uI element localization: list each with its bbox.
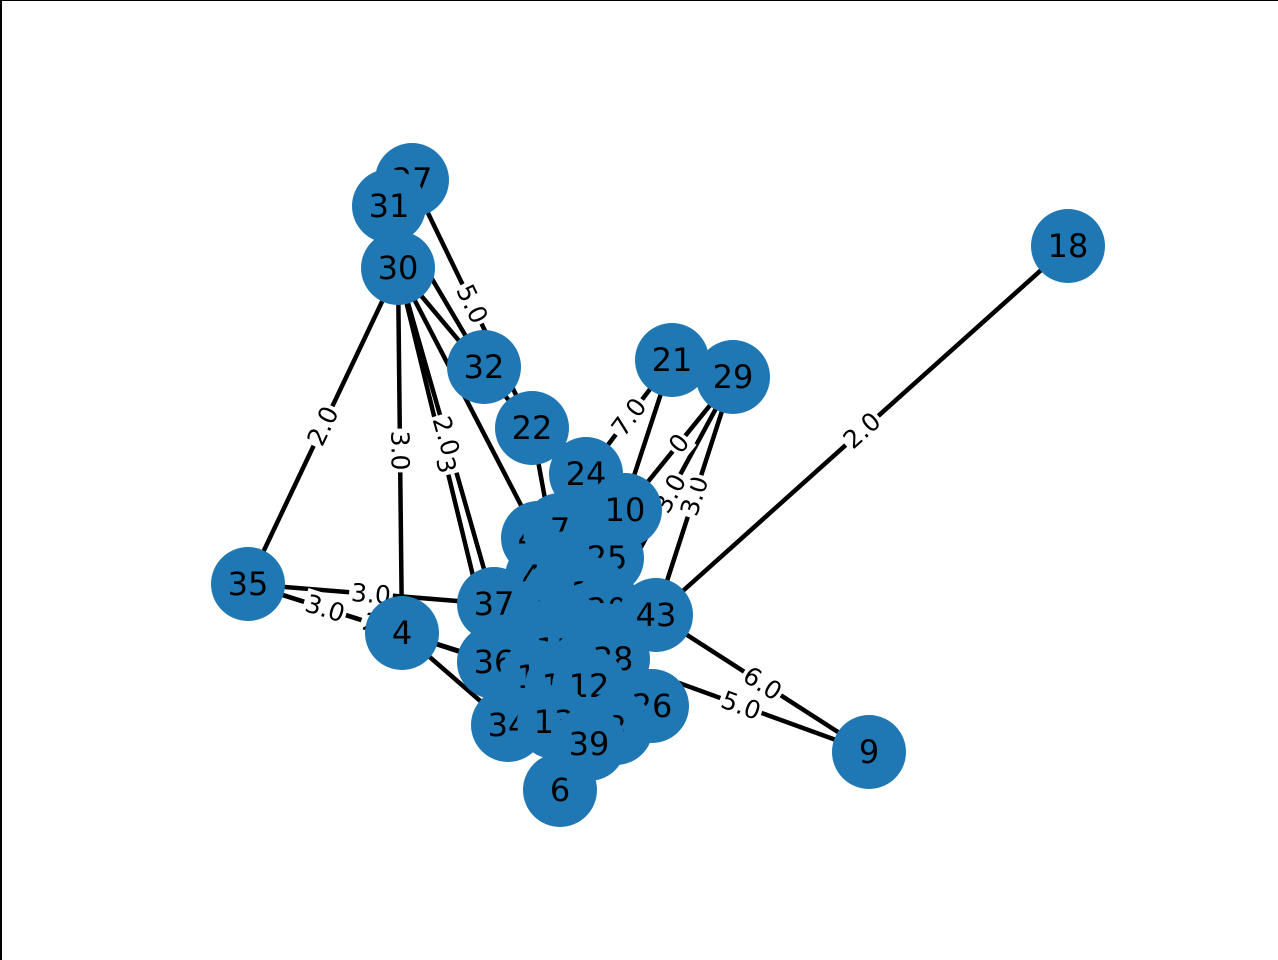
node-layer: 2731301832212922241041717254240233537152…: [211, 143, 1105, 827]
edge-label-background: [715, 684, 767, 727]
node-circle: [832, 715, 906, 789]
node-6: 6: [523, 753, 597, 827]
node-label: 21: [652, 341, 693, 379]
node-4: 4: [365, 596, 439, 670]
node-circle: [361, 231, 435, 305]
node-31: 31: [352, 169, 426, 243]
node-18: 18: [1031, 209, 1105, 283]
edge-label-text: 3: [430, 454, 462, 476]
node-label: 6: [550, 771, 570, 809]
edge-label-35-4: 3.0: [299, 588, 351, 629]
node-label: 35: [228, 565, 269, 603]
node-circle: [1031, 209, 1105, 283]
node-35: 35: [211, 547, 285, 621]
edge-label-background: [449, 277, 495, 331]
edge-label-background: [661, 426, 697, 461]
node-label: 30: [378, 249, 419, 287]
node-30: 30: [361, 231, 435, 305]
edge-label-background: [836, 405, 888, 456]
node-label: 29: [713, 358, 754, 396]
edge-label-background: [604, 390, 654, 444]
node-circle: [365, 596, 439, 670]
edge-label-text: 2.0: [427, 413, 466, 459]
edge-label-background: [736, 659, 789, 708]
edge-label-background: [300, 400, 346, 452]
edge-label-30-36: 3: [429, 451, 463, 479]
node-circle: [523, 753, 597, 827]
node-circle: [696, 340, 770, 414]
edge-label-30-4: 3.0: [385, 428, 415, 473]
node-circle: [352, 169, 426, 243]
edge-label-background: [426, 410, 466, 462]
node-21: 21: [635, 323, 709, 397]
node-label: 32: [464, 348, 505, 386]
node-22: 22: [495, 391, 569, 465]
node-32: 32: [447, 330, 521, 404]
edge-30-41: [395, 265, 541, 541]
edge-label-38-9: 5.0: [715, 684, 767, 727]
node-circle: [211, 547, 285, 621]
edge-label-30-37: 2.0: [426, 410, 466, 462]
node-label: 18: [1048, 227, 1089, 265]
node-label: 43: [636, 596, 677, 634]
node-circle: [447, 330, 521, 404]
node-label: 37: [474, 585, 515, 623]
edge-label-background: [299, 588, 351, 629]
node-label: 22: [512, 409, 553, 447]
node-label: 31: [369, 187, 410, 225]
edge-label-background: [385, 428, 415, 473]
edge-label-text: 3.0: [302, 589, 349, 629]
node-label: 9: [859, 733, 879, 771]
edge-label-30-35: 2.0: [300, 400, 346, 452]
edge-label-background: [429, 451, 463, 479]
node-circle: [635, 323, 709, 397]
node-circle: [495, 391, 569, 465]
node-9: 9: [832, 715, 906, 789]
edge-label-text: 3.0: [385, 430, 414, 470]
node-label: 4: [392, 614, 412, 652]
node-29: 29: [696, 340, 770, 414]
